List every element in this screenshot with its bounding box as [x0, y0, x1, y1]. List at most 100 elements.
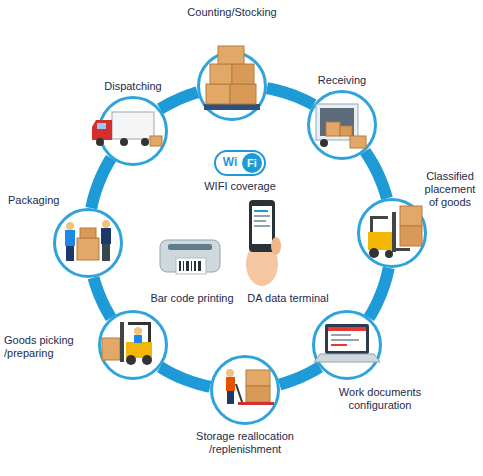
- forklift-icon: [102, 322, 152, 365]
- wheel: [369, 248, 379, 258]
- carton: [326, 122, 340, 136]
- wheel: [142, 355, 152, 365]
- laptop-display: [328, 327, 366, 351]
- ring-segment: [369, 268, 389, 318]
- cab-window: [97, 123, 106, 129]
- stage-label: Counting/Stocking: [152, 6, 312, 19]
- caption-label: Bar code printing: [142, 292, 242, 305]
- carton: [350, 136, 366, 148]
- forklift-icon: [368, 206, 422, 258]
- carton: [246, 370, 270, 386]
- carton: [210, 64, 232, 84]
- trailer: [316, 104, 358, 140]
- ring-segment: [94, 278, 111, 318]
- forklift-mast: [392, 212, 396, 252]
- handheld-terminal-icon: [246, 200, 281, 286]
- printer-slot: [168, 244, 212, 250]
- ring-segment: [160, 92, 197, 109]
- screen-line: [254, 225, 270, 227]
- forklift-forks: [396, 248, 410, 251]
- carton: [218, 46, 244, 64]
- worker-legs: [66, 246, 74, 261]
- barcode-bar: [198, 261, 201, 271]
- label-printer-icon: [160, 240, 220, 274]
- stage-label: Work documents configuration: [330, 386, 430, 412]
- forklift-cage: [128, 322, 150, 325]
- wheel: [126, 355, 136, 365]
- carton: [340, 126, 352, 136]
- stage-circle: Classified placement of goods: [357, 198, 427, 268]
- stage-circle: Dispatching: [98, 96, 168, 166]
- forklift-cage: [370, 216, 388, 219]
- receiving-truck-icon: [316, 104, 366, 148]
- carton: [150, 136, 162, 146]
- worker-head: [66, 222, 74, 230]
- document-line: [331, 339, 359, 341]
- truck-cab: [92, 120, 112, 140]
- ring-segment: [365, 151, 387, 198]
- carton: [232, 64, 254, 84]
- pallet-jack-icon: [226, 369, 274, 405]
- ring-segment: [91, 158, 111, 208]
- stage-circle: Receiving: [307, 90, 377, 160]
- stage-circle: Work documents configuration: [312, 310, 382, 380]
- document-line: [331, 334, 351, 336]
- trailer: [112, 112, 154, 139]
- carton: [400, 226, 422, 246]
- carton: [206, 84, 230, 104]
- driver-head: [134, 327, 142, 335]
- worker-legs: [227, 391, 234, 404]
- stage-label: Classified placement of goods: [420, 170, 480, 209]
- forklift-cage: [370, 216, 373, 232]
- stage-circle: Goods picking /preparing: [98, 310, 168, 380]
- carton: [77, 238, 99, 260]
- stage-circle: Counting/Stocking: [197, 51, 267, 121]
- carton: [246, 386, 270, 402]
- document-line: [331, 344, 347, 346]
- hand: [246, 242, 278, 286]
- terminal-body: [249, 200, 275, 252]
- stage-label: Storage reallocation /replenishment: [185, 430, 305, 456]
- trailer-inside: [320, 108, 354, 136]
- wifi-text: Fi: [242, 153, 262, 173]
- worker-body: [101, 228, 111, 244]
- window-bar: [328, 327, 366, 331]
- wheel: [320, 139, 328, 147]
- wheel: [96, 138, 104, 146]
- wheel: [141, 138, 149, 146]
- worker-legs: [102, 244, 110, 261]
- worker-body: [65, 230, 75, 246]
- dispatch-truck-icon: [92, 112, 162, 146]
- forklift-body: [126, 342, 152, 358]
- caption-label: WIFI coverage: [190, 180, 290, 193]
- carton: [400, 206, 422, 226]
- pallet-jack: [238, 402, 274, 405]
- pallet: [204, 104, 260, 110]
- barcode-bar: [183, 261, 184, 271]
- terminal-screen: [252, 206, 272, 244]
- worker-head: [102, 220, 110, 228]
- carton: [230, 84, 256, 104]
- stage-circle: Storage reallocation /replenishment: [210, 355, 280, 425]
- packers-icon: [65, 220, 111, 261]
- carton: [102, 338, 120, 360]
- wifi-badge: WiFi: [214, 150, 266, 176]
- ring-segment: [280, 367, 320, 384]
- laptop-screen: [325, 324, 369, 354]
- box-stack-icon: [204, 46, 260, 110]
- connector-group: [91, 88, 388, 387]
- caption-label: DA data terminal: [240, 292, 336, 305]
- wheel: [385, 250, 393, 258]
- forklift-body: [368, 232, 392, 250]
- forklift-mast: [120, 322, 124, 362]
- screen-line: [254, 220, 266, 222]
- worker-body: [226, 377, 235, 391]
- worker-head: [226, 369, 234, 377]
- wifi-text: Wi: [220, 153, 240, 171]
- stage-label: Receiving: [307, 74, 377, 87]
- ring-segment: [160, 367, 210, 387]
- stage-label: Dispatching: [88, 80, 178, 93]
- stage-circle: Packaging: [53, 208, 123, 278]
